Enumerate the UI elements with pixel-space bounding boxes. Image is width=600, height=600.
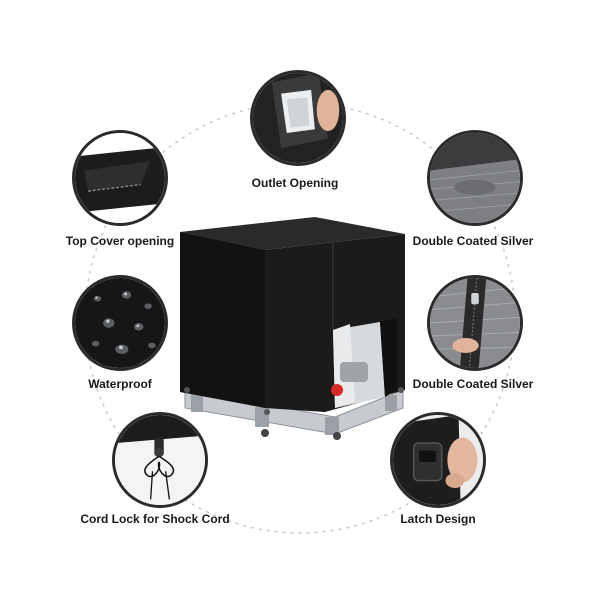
cover-top: [180, 217, 405, 250]
feature-label-latch-design: Latch Design: [400, 512, 476, 526]
zipper-fabric-icon: [427, 275, 523, 371]
feature-label-double-coated-silver-2: Double Coated Silver: [412, 377, 534, 391]
double-coated-silver-fabric-icon: [427, 130, 523, 226]
valve-handle: [331, 384, 343, 396]
outlet-opening-icon: [250, 70, 346, 166]
feature-label-cord-lock: Cord Lock for Shock Cord: [80, 512, 230, 526]
top-cover-opening-icon: [72, 130, 168, 226]
feature-label-outlet-opening: Outlet Opening: [251, 176, 339, 190]
cord-lock-icon: [112, 412, 208, 508]
water-droplets-icon: [72, 275, 168, 371]
latch-buckle-icon: [390, 412, 486, 508]
ibc-tote-cover-image: [180, 217, 405, 440]
feature-label-waterproof: Waterproof: [88, 377, 152, 391]
feature-label-top-cover-opening: Top Cover opening: [65, 234, 175, 248]
feature-label-double-coated-silver-1: Double Coated Silver: [412, 234, 534, 248]
